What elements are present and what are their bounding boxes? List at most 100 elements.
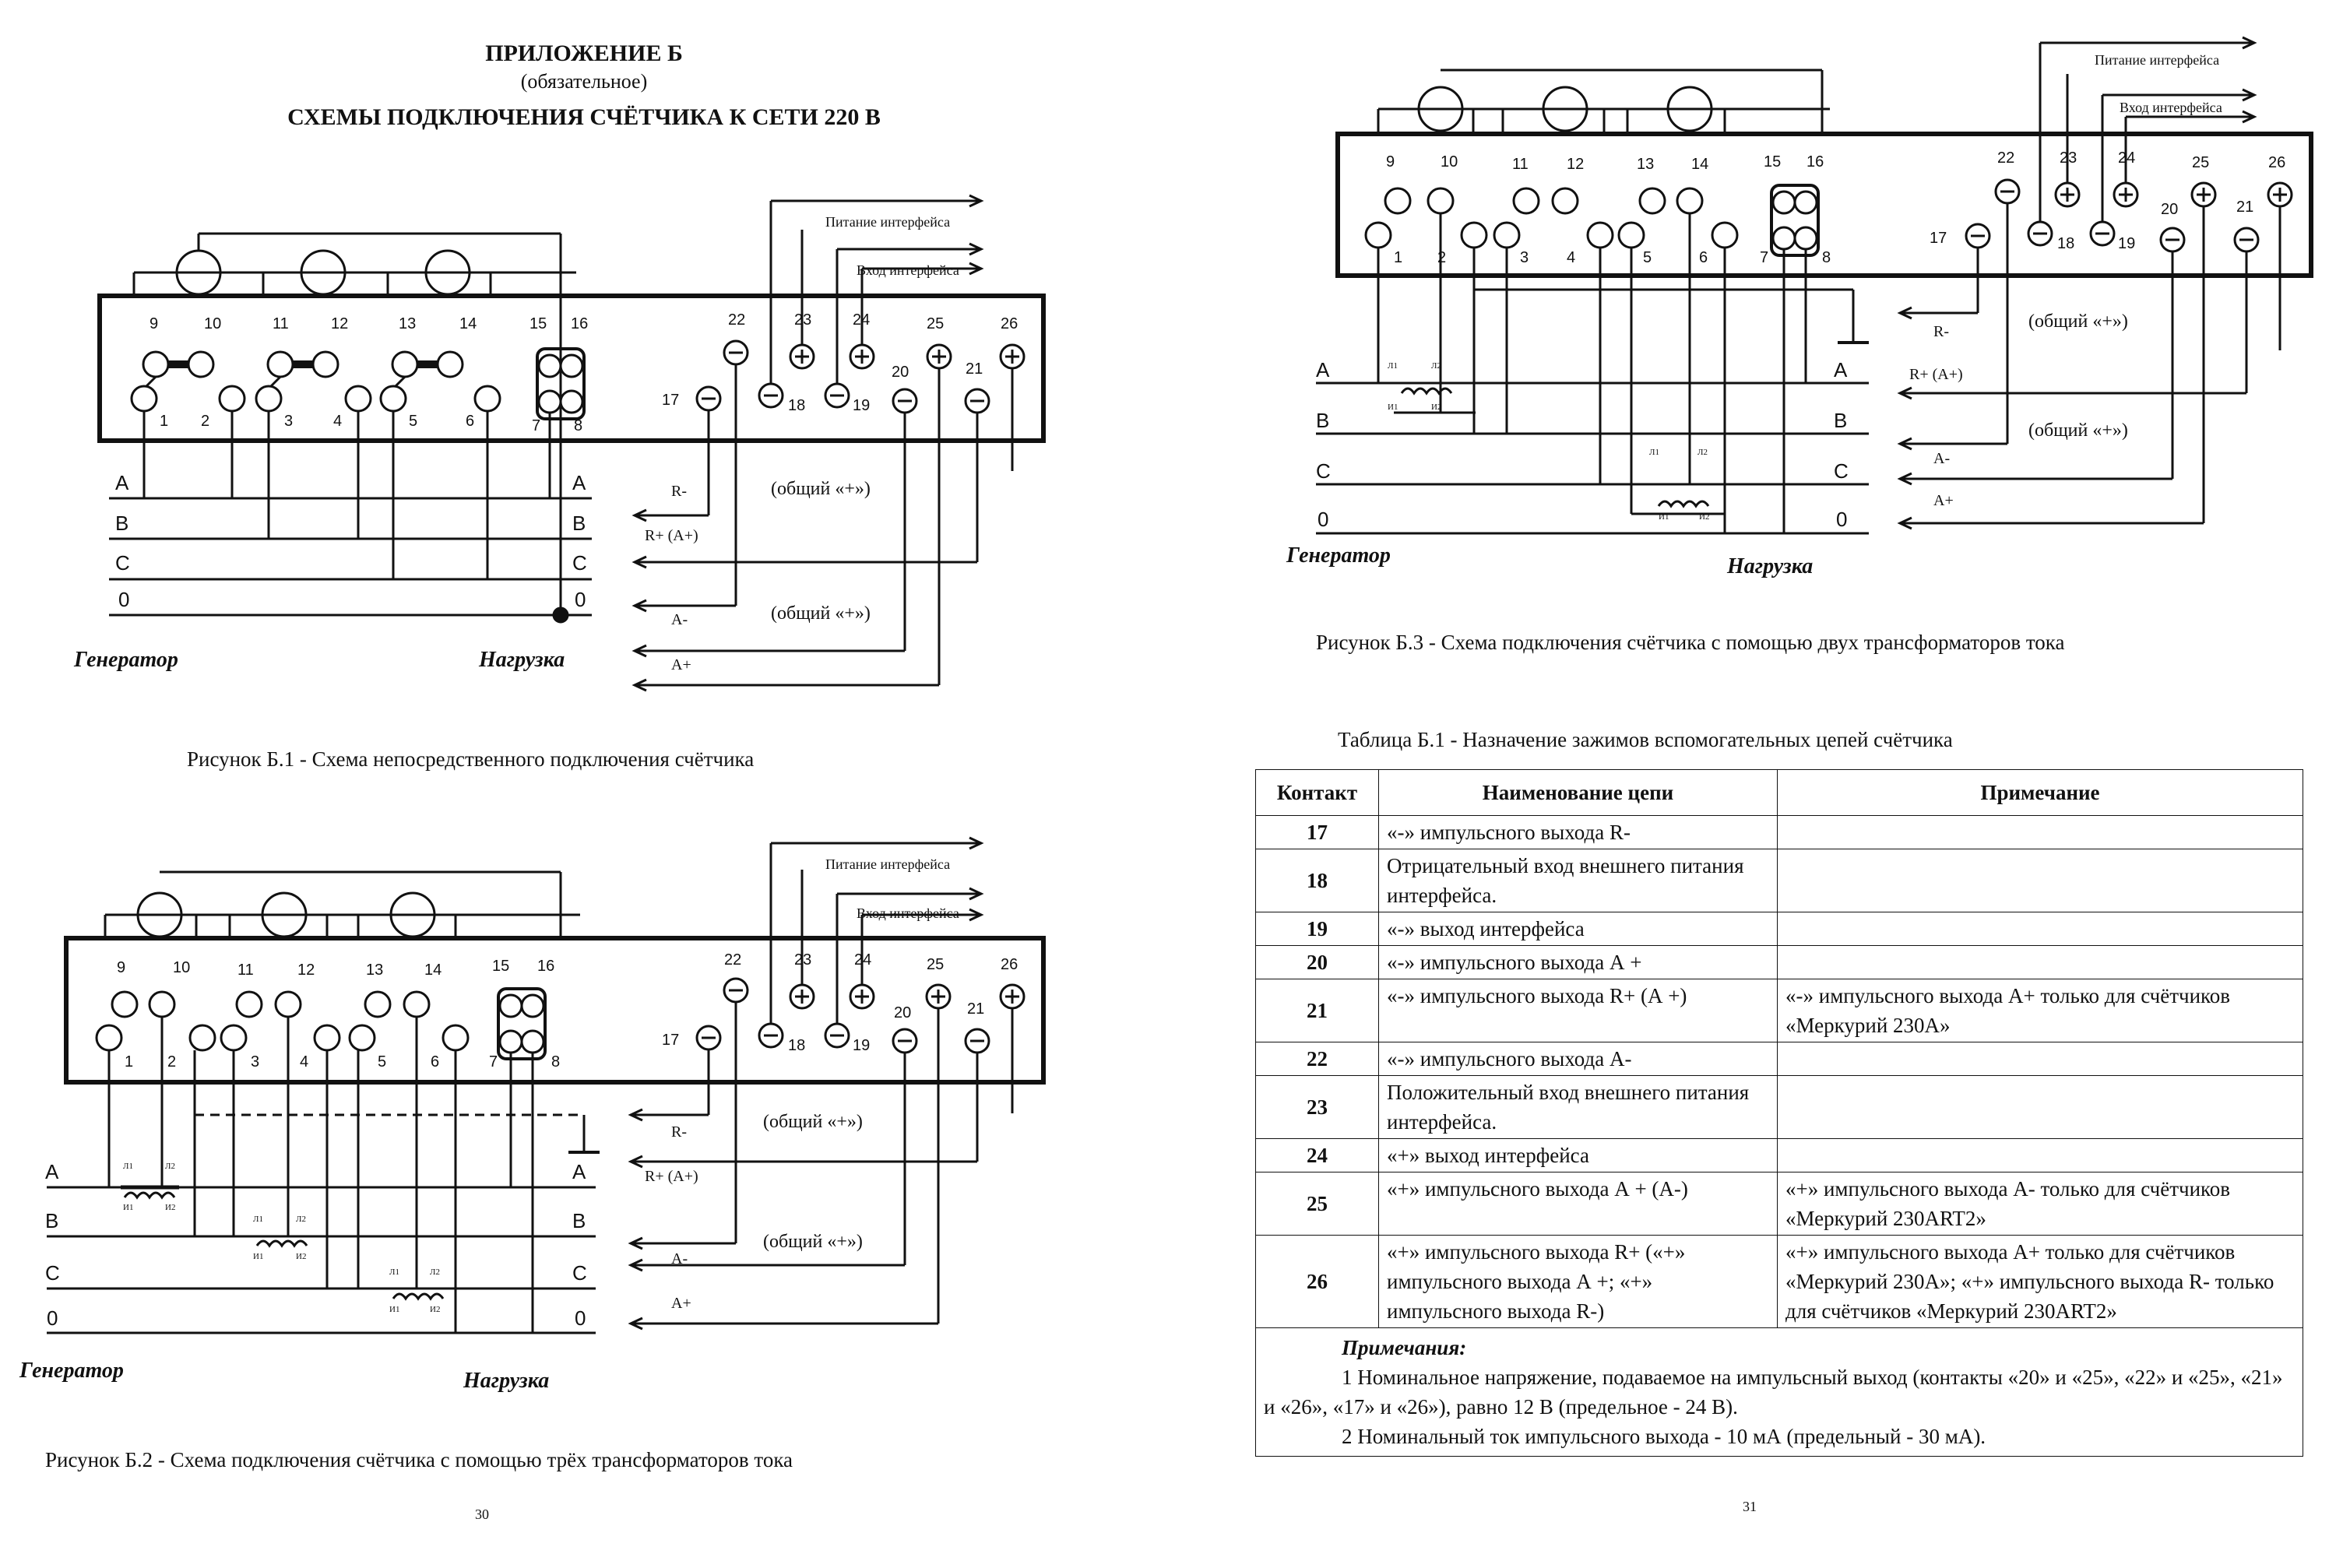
b1-term-10: 10 [204,315,222,332]
b3-a-minus: A- [1933,450,1951,467]
b2-phase-c-gen: C [45,1261,60,1285]
table-cell-note [1777,815,2303,849]
b2-phase-b-gen: B [45,1209,59,1232]
table-cell-contact: 25 [1255,1172,1379,1236]
b2-term-9: 9 [117,959,126,976]
b3-power-label: Питание интерфейса [2095,52,2220,68]
b1-phase-b-load: B [572,512,586,535]
meter-terminal-block-b2 [64,936,1046,1085]
b2-phase-b-load: B [572,1209,586,1232]
current-coil-2 [300,249,347,296]
b3-term-2: 2 [1437,249,1447,266]
b3-phase-c-load: C [1834,459,1849,483]
table-cell-name: «+» импульсного выхода R+ («+» импульсно… [1378,1235,1778,1328]
table-cell-name: «-» импульсного выхода А + [1378,945,1778,979]
b1-term-22: 22 [728,311,746,329]
table-cell-note: «+» импульсного выхода А+ только для счё… [1777,1235,2303,1328]
b3-a-plus: A+ [1933,492,1954,509]
table-cell-contact: 22 [1255,1042,1379,1076]
b3-term-21: 21 [2236,199,2254,216]
b3-ct1-i1: И1 [1388,403,1398,412]
b3-term-3: 3 [1520,249,1529,266]
b2-a-plus: A+ [671,1295,691,1312]
b3-term-17: 17 [1930,230,1947,247]
table-cell-name: «-» импульсного выхода R+ (А +) [1378,979,1778,1042]
appendix-title: ПРИЛОЖЕНИЕ Б [485,40,683,66]
table-cell-name: «-» выход интерфейса [1378,912,1778,946]
b3-phase-b-load: B [1834,409,1848,432]
terminals-table: Контакт Наименование цепи Примечание 17«… [1255,769,2303,1457]
notes-title: Примечания: [1342,1336,1467,1359]
table-cell-contact: 19 [1255,912,1379,946]
table-cell-contact: 23 [1255,1075,1379,1139]
b1-term-20: 20 [892,364,909,381]
b3-input-label: Вход интерфейса [2120,100,2222,115]
b3-r-minus: R- [1933,323,1949,340]
b3-generator: Генератор [1286,543,1391,568]
b2-term-10: 10 [173,959,191,976]
b3-ct1-l2: Л2 [1431,361,1441,371]
table-cell-contact: 24 [1255,1138,1379,1172]
b3-ct2-i1: И1 [1659,512,1669,522]
b1-term-2: 2 [201,413,210,430]
b2-phase-c-load: C [572,1261,587,1285]
b3-term-6: 6 [1699,249,1708,266]
table-cell-note [1777,945,2303,979]
table-cell-name: «-» импульсного выхода R- [1378,815,1778,849]
b2-term-19: 19 [853,1037,871,1054]
b2-term-12: 12 [297,962,315,979]
b3-phase-c-gen: C [1316,459,1331,483]
b3-term-8: 8 [1822,249,1831,266]
b2-term-7: 7 [489,1053,498,1071]
table-row: 20«-» импульсного выхода А + [1255,945,2303,979]
b1-term-16: 16 [571,315,589,332]
table-row: 24«+» выход интерфейса [1255,1138,2303,1172]
b1-common-plus-2: (общий «+») [771,603,871,624]
b3-term-9: 9 [1386,153,1395,171]
table-cell-note [1777,912,2303,946]
table-row: 17«-» импульсного выхода R- [1255,815,2303,849]
b3-term-18: 18 [2057,235,2075,252]
b2-term-16: 16 [537,958,555,975]
b2-ct2-i1: И1 [253,1252,264,1261]
b3-r-plus: R+ (A+) [1909,366,1963,383]
b2-term-23: 23 [794,951,812,969]
b2-ct3-l2: Л2 [430,1267,440,1277]
meter-terminal-block [97,294,1046,443]
figure-b2-caption: Рисунок Б.2 - Схема подключения счётчика… [45,1448,793,1471]
table-notes: Примечания: 1 Номинальное напряжение, по… [1255,1327,2303,1457]
b2-term-26: 26 [1001,956,1018,973]
b3-ct1-i2: И2 [1431,403,1442,412]
table-header-name: Наименование цепи [1378,769,1778,816]
appendix-subtitle: СХЕМЫ ПОДКЛЮЧЕНИЯ СЧЁТЧИКА К СЕТИ 220 В [287,104,881,130]
b2-term-4: 4 [300,1053,309,1071]
b1-phase-a-load: A [572,471,586,494]
b2-common-plus-1: (общий «+») [763,1112,863,1132]
b3-phase-b-gen: B [1316,409,1330,432]
b2-r-plus: R+ (A+) [645,1168,698,1185]
table-header-row: Контакт Наименование цепи Примечание [1255,769,2303,816]
b3-term-19: 19 [2118,235,2136,252]
b2-term-15: 15 [492,958,510,975]
b1-r-minus: R- [671,483,687,500]
b2-term-5: 5 [378,1053,387,1071]
b1-common-plus-1: (общий «+») [771,479,871,499]
b3-neutral-gen: 0 [1318,508,1329,531]
b3-term-5: 5 [1643,249,1652,266]
b2-ct1-l1: Л1 [123,1162,133,1171]
b2-input-label: Вход интерфейса [857,905,959,921]
b1-term-17: 17 [662,392,680,409]
b1-term-26: 26 [1001,315,1018,332]
b3-term-1: 1 [1394,249,1403,266]
b1-term-13: 13 [399,315,417,332]
figure-b1 [97,194,1046,692]
b1-term-8: 8 [574,417,583,434]
b1-phase-b-gen: B [115,512,129,535]
b2-neutral-load: 0 [575,1306,586,1330]
b1-term-18: 18 [788,397,806,414]
b2-ct3-i2: И2 [430,1305,441,1314]
meter-terminal-block-b3 [1335,132,2313,278]
b1-term-1: 1 [160,413,169,430]
b2-term-24: 24 [854,951,872,969]
table-row: 25«+» импульсного выхода А + (А-)«+» имп… [1255,1172,2303,1236]
